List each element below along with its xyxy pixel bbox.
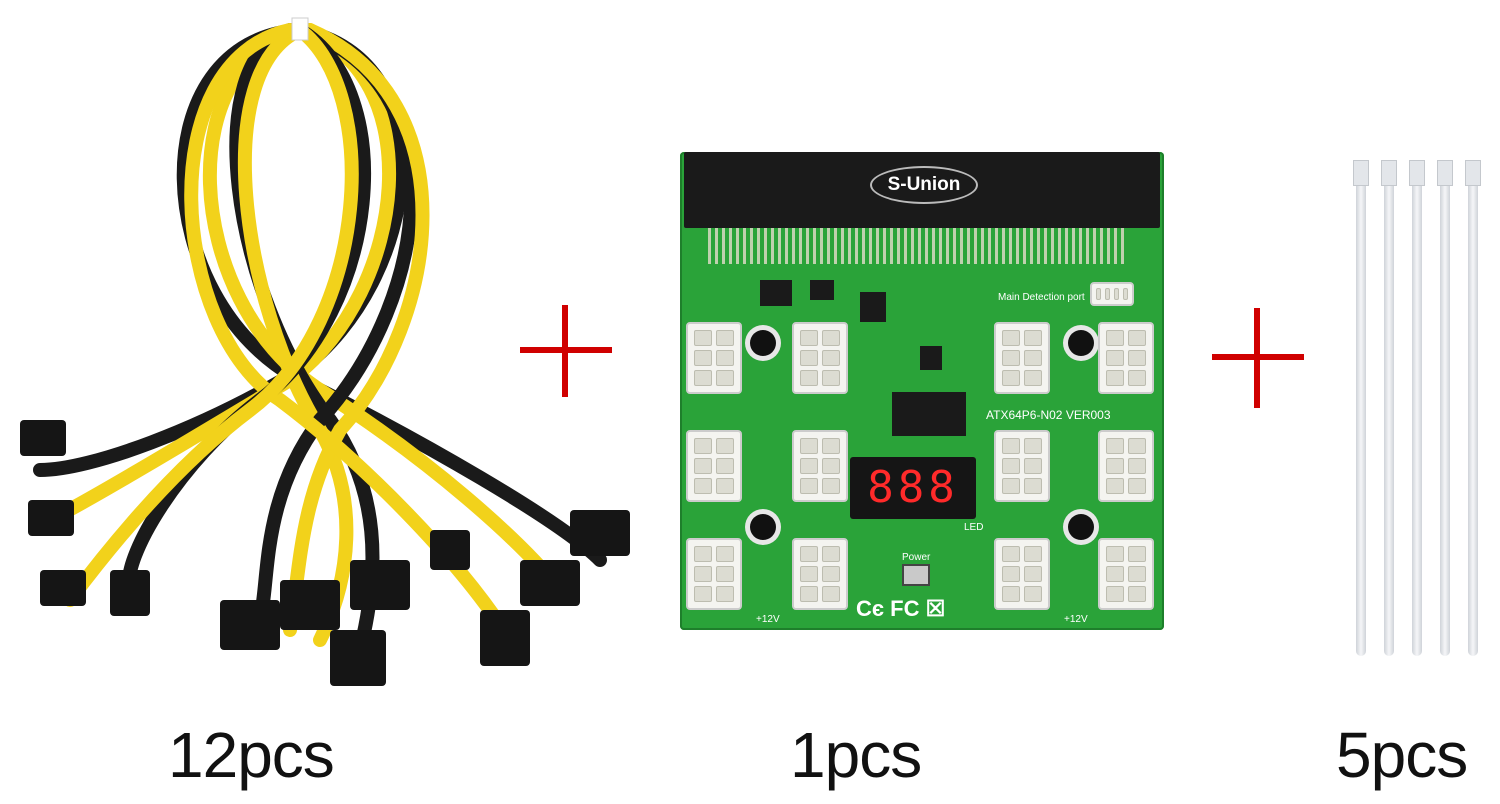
pcie-connector	[994, 322, 1050, 394]
pcie-connector	[1098, 430, 1154, 502]
cable-tie-image	[1409, 160, 1425, 660]
chip	[760, 280, 792, 306]
cable-tie-image	[1353, 160, 1369, 660]
pcie-connector	[792, 538, 848, 610]
pcie-connector	[686, 538, 742, 610]
chip	[920, 346, 942, 370]
pcie-connector	[686, 322, 742, 394]
pcie-connector	[792, 322, 848, 394]
pcie-cable-bundle-image	[20, 17, 630, 686]
mount-hole	[1068, 514, 1094, 540]
voltage-label-right: +12V	[1064, 614, 1088, 625]
cable-tie-image	[1465, 160, 1481, 660]
pcie-connector	[994, 430, 1050, 502]
led-label: LED	[964, 522, 984, 533]
board-quantity-label: 1pcs	[790, 719, 922, 791]
pcie-connector	[792, 430, 848, 502]
breakout-board-image: S-Union Main Detection port ATX64P6-N02 …	[680, 152, 1164, 630]
cable-quantity-label: 12pcs	[168, 719, 335, 791]
voltage-label-left: +12V	[756, 614, 780, 625]
cable-tie-image	[1381, 160, 1397, 660]
brand-logo: S-Union	[870, 166, 978, 204]
board-model-label: ATX64P6-N02 VER003	[986, 408, 1111, 422]
pcie-connector	[686, 430, 742, 502]
pcie-connector	[1098, 538, 1154, 610]
chip	[860, 292, 886, 322]
pcie-connector	[994, 538, 1050, 610]
mount-hole	[1068, 330, 1094, 356]
slot-pins	[708, 228, 1128, 264]
mount-hole	[750, 330, 776, 356]
detection-port-connector	[1090, 282, 1134, 306]
power-label: Power	[902, 552, 931, 563]
controller-chip	[892, 392, 966, 436]
cable-tie-image	[1437, 160, 1453, 660]
pcie-connector	[1098, 322, 1154, 394]
pcie-edge-slot: S-Union	[684, 152, 1160, 228]
chip	[810, 280, 834, 300]
port-label: Main Detection port	[998, 292, 1085, 303]
certification-marks: Cє FC ☒	[856, 596, 946, 621]
cable-tie-quantity-label: 5pcs	[1336, 719, 1468, 791]
voltage-display: 888	[850, 457, 976, 519]
plus-sign-icon	[520, 305, 612, 397]
power-button	[902, 564, 930, 586]
plus-sign-icon	[1212, 308, 1304, 408]
mount-hole	[750, 514, 776, 540]
